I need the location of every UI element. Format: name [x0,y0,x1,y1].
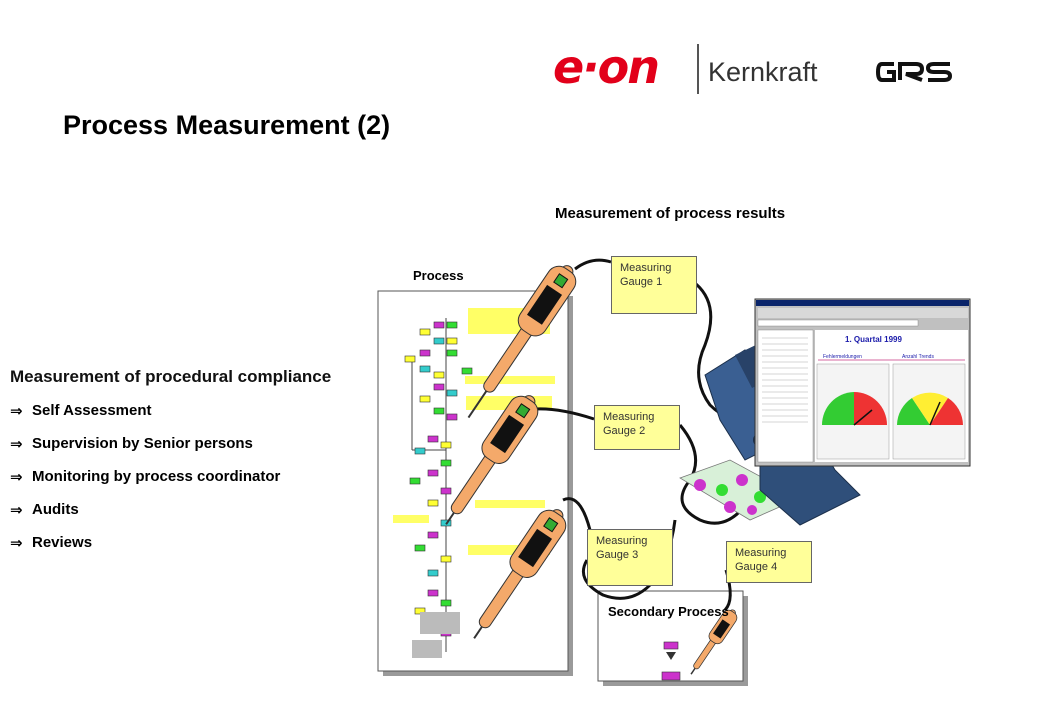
compliance-item: ⇒ Reviews [10,526,370,559]
compliance-item: ⇒ Audits [10,493,370,526]
compliance-item-label: Audits [32,501,79,518]
measuring-gauge-4: Measuring Gauge 4 [726,541,812,583]
compliance-item: ⇒ Self Assessment [10,394,370,427]
grs-logo [876,62,953,82]
measuring-gauge-1: Measuring Gauge 1 [611,256,697,314]
thermometer-icon [445,395,539,525]
thermometer-icon [473,509,567,639]
compliance-item-label: Reviews [32,534,93,551]
compliance-heading: Measurement of procedural compliance [10,367,332,386]
results-heading: Measurement of process results [555,205,786,222]
screen-title: 1. Quartal 1999 [845,335,902,344]
secondary-process-label: Secondary Process [608,604,729,619]
arrow-icon: ⇒ [10,533,23,552]
thermometer-icon [690,609,738,675]
arrow-icon: ⇒ [10,434,23,453]
eon-logo: e·on [553,40,693,96]
arrow-icon: ⇒ [10,401,23,420]
screen-label: Fehlermeldungen [823,354,862,360]
kernkraft-logo: Kernkraft [708,57,818,87]
measuring-gauge-3: Measuring Gauge 3 [587,529,673,586]
arrow-icon: ⇒ [10,500,23,519]
compliance-item-label: Self Assessment [32,402,152,419]
computer-screen-icon [754,298,971,467]
eon-logo-text: e·on [553,40,660,94]
compliance-item: ⇒ Supervision by Senior persons [10,427,370,460]
page-title: Process Measurement (2) [63,110,391,140]
compliance-item: ⇒ Monitoring by process coordinator [10,460,370,493]
thermometer-icon [467,265,577,419]
screen-label: Anzahl Trends [902,354,934,360]
measuring-gauge-2: Measuring Gauge 2 [594,405,680,450]
arrow-icon: ⇒ [10,467,23,486]
logo-divider [697,44,699,94]
secondary-flowchart-icon [661,641,681,681]
process-label: Process [413,268,464,283]
compliance-panel: Measurement of procedural compliance ⇒ Se… [10,365,370,559]
compliance-item-label: Monitoring by process coordinator [32,468,281,485]
compliance-item-label: Supervision by Senior persons [32,435,253,452]
